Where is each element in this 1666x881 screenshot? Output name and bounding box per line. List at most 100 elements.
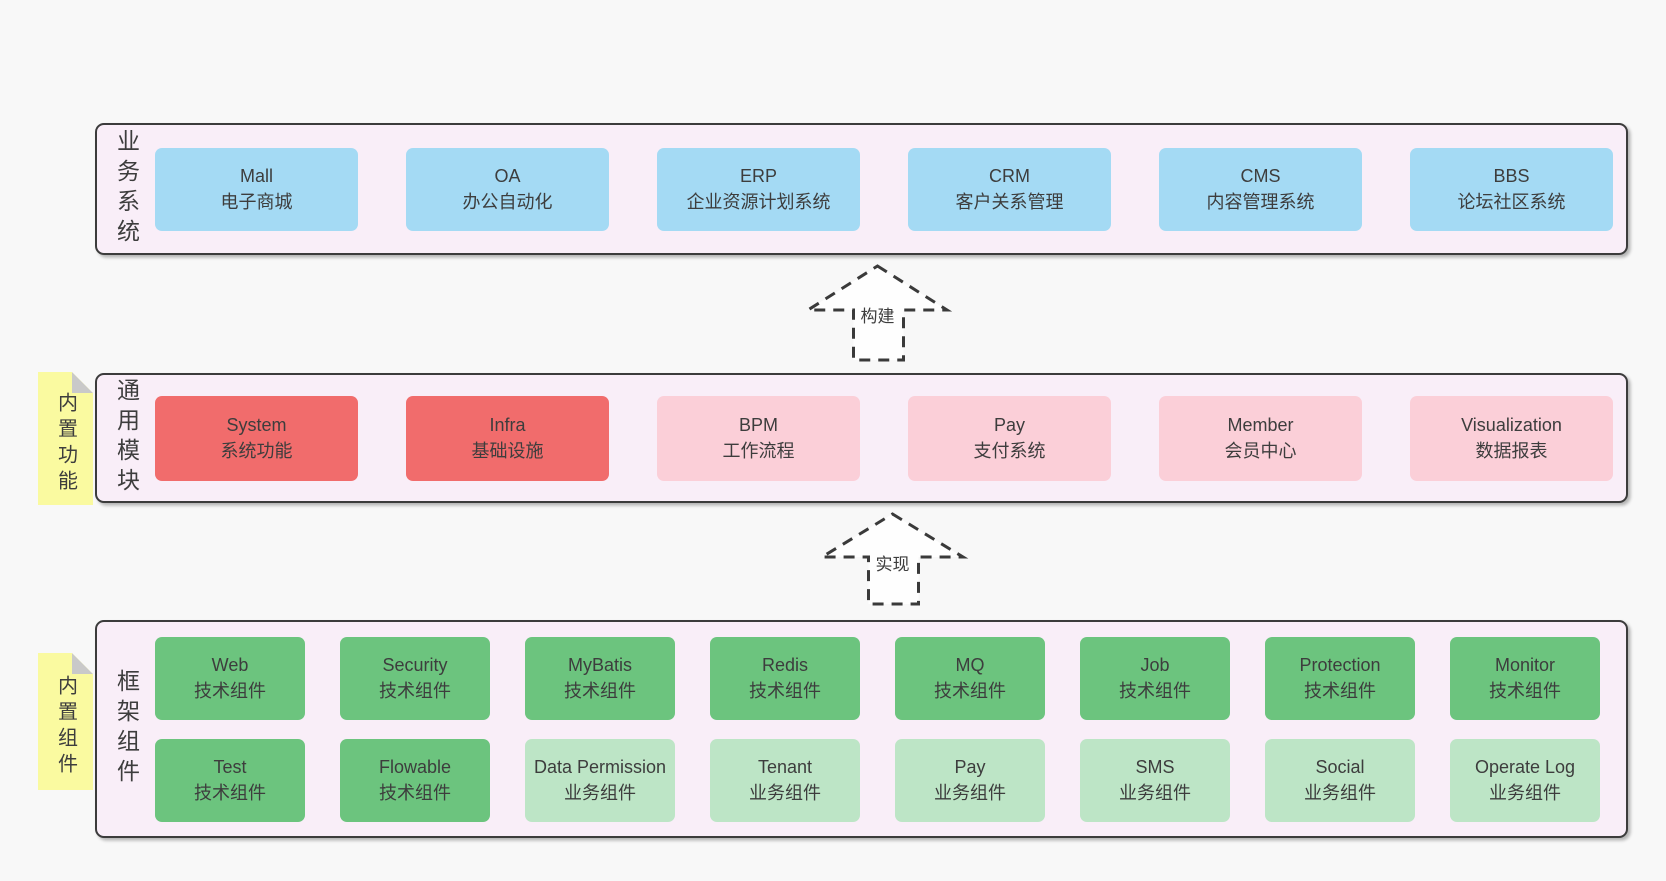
box-title: Flowable: [378, 757, 452, 777]
band-components-label: 框架组件: [97, 622, 155, 836]
box-pay: Pay 支付系统: [908, 395, 1111, 481]
box-test: Test 技术组件: [155, 738, 305, 822]
box-subtitle: 系统功能: [220, 441, 293, 461]
box-subtitle: 技术组件: [194, 783, 266, 803]
box-title: Mall: [239, 166, 273, 186]
box-flowable: Flowable 技术组件: [340, 738, 490, 822]
box-title: OA: [494, 166, 521, 186]
box-title: Test: [213, 757, 247, 777]
box-redis: Redis 技术组件: [710, 636, 860, 720]
box-title: Member: [1227, 415, 1294, 435]
sticky-note-built-in-features: 内置功能: [38, 372, 93, 505]
band-business-label: 业务系统: [97, 125, 155, 253]
box-title: CMS: [1240, 166, 1281, 186]
box-title: ERP: [739, 166, 777, 186]
box-subtitle: 电子商城: [220, 192, 293, 212]
box-title: Pay: [993, 415, 1026, 435]
box-job: Job 技术组件: [1080, 636, 1230, 720]
note-fold-corner: [72, 372, 93, 393]
box-subtitle: 业务组件: [1304, 783, 1376, 803]
note-text: 内置功能: [54, 391, 77, 496]
box-mall: Mall 电子商城: [155, 147, 358, 231]
box-subtitle: 技术组件: [1119, 681, 1191, 701]
box-title: Operate Log: [1474, 757, 1576, 777]
box-title: Social: [1315, 757, 1365, 777]
box-title: SMS: [1135, 757, 1175, 777]
box-infra: Infra 基础设施: [406, 395, 609, 481]
box-title: Data Permission: [533, 757, 667, 777]
box-subtitle: 技术组件: [194, 681, 266, 701]
box-subtitle: 工作流程: [722, 441, 795, 461]
box-title: BPM: [738, 415, 778, 435]
box-bbs: BBS 论坛社区系统: [1410, 147, 1613, 231]
box-subtitle: 技术组件: [379, 783, 451, 803]
box-subtitle: 论坛社区系统: [1457, 192, 1566, 212]
box-subtitle: 客户关系管理: [955, 192, 1064, 212]
box-subtitle: 技术组件: [564, 681, 636, 701]
band-label-text: 通用模块: [113, 378, 140, 498]
box-title: Visualization: [1461, 415, 1562, 435]
box-title: Infra: [489, 415, 526, 435]
box-title: Job: [1140, 655, 1170, 675]
box-title: CRM: [989, 166, 1030, 186]
box-data-permission: Data Permission 业务组件: [525, 738, 675, 822]
box-security: Security 技术组件: [340, 636, 490, 720]
box-web: Web 技术组件: [155, 636, 305, 720]
box-subtitle: 会员中心: [1224, 441, 1297, 461]
box-erp: ERP 企业资源计划系统: [657, 147, 860, 231]
box-subtitle: 业务组件: [749, 783, 821, 803]
box-protection: Protection 技术组件: [1265, 636, 1415, 720]
box-operate-log: Operate Log 业务组件: [1450, 738, 1600, 822]
sticky-note-built-in-components: 内置组件: [38, 653, 93, 790]
band-label-text: 框架组件: [113, 669, 140, 789]
box-subtitle: 技术组件: [749, 681, 821, 701]
box-subtitle: 业务组件: [564, 783, 636, 803]
modules-boxes-row: System 系统功能 Infra 基础设施 BPM 工作流程 Pay 支付系统 Member 会…: [155, 375, 1626, 501]
box-title: Monitor: [1494, 655, 1556, 675]
box-title: Security: [382, 655, 448, 675]
box-subtitle: 基础设施: [471, 441, 544, 461]
implement-arrow-label: 实现: [873, 555, 912, 575]
box-mq: MQ 技术组件: [895, 636, 1045, 720]
box-system: System 系统功能: [155, 395, 358, 481]
build-arrow-label: 构建: [858, 307, 897, 327]
build-arrow: 构建: [800, 260, 955, 364]
box-subtitle: 内容管理系统: [1206, 192, 1315, 212]
box-subtitle: 企业资源计划系统: [686, 192, 831, 212]
box-title: BBS: [1493, 166, 1530, 186]
band-common-modules: 通用模块 System 系统功能 Infra 基础设施 BPM 工作流程 Pay 支付系统 Me…: [95, 373, 1628, 503]
box-title: Web: [211, 655, 249, 675]
box-cms: CMS 内容管理系统: [1159, 147, 1362, 231]
box-subtitle: 技术组件: [1304, 681, 1376, 701]
box-subtitle: 技术组件: [934, 681, 1006, 701]
box-subtitle: 技术组件: [379, 681, 451, 701]
box-member: Member 会员中心: [1159, 395, 1362, 481]
box-subtitle: 支付系统: [973, 441, 1046, 461]
box-title: System: [226, 415, 287, 435]
box-tenant: Tenant 业务组件: [710, 738, 860, 822]
box-subtitle: 业务组件: [1489, 783, 1561, 803]
box-title: Tenant: [757, 757, 813, 777]
band-modules-label: 通用模块: [97, 375, 155, 501]
box-subtitle: 数据报表: [1475, 441, 1548, 461]
box-crm: CRM 客户关系管理: [908, 147, 1111, 231]
note-fold-corner: [72, 653, 93, 674]
box-subtitle: 业务组件: [934, 783, 1006, 803]
implement-arrow: 实现: [815, 508, 970, 608]
box-title: Protection: [1299, 655, 1381, 675]
box-bpm: BPM 工作流程: [657, 395, 860, 481]
box-title: MQ: [955, 655, 985, 675]
box-title: Redis: [761, 655, 809, 675]
